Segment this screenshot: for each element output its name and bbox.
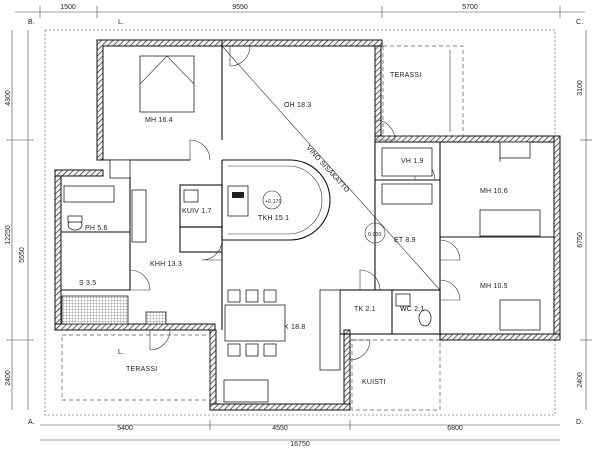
- room-s: S 3.5: [79, 280, 96, 287]
- corner-labels: B. C. A. D. L. L.: [28, 19, 583, 426]
- interior-walls: [61, 45, 554, 340]
- room-oh: OH 18.3: [284, 102, 311, 109]
- dim-top-3: 5700: [462, 4, 478, 11]
- room-terassi-top: TERASSI: [390, 72, 421, 79]
- dim-total: 16750: [290, 441, 310, 448]
- room-kuiv: KUIV 1.7: [182, 208, 212, 215]
- dim-bottom-3: 6800: [447, 425, 463, 432]
- dim-top-1: 1500: [60, 4, 76, 11]
- annotation-labels: VINO SISÄKATTO +0.170 0.000: [265, 144, 382, 238]
- dim-left-4: 2400: [5, 370, 12, 386]
- corner-c: C.: [576, 19, 583, 26]
- room-labels: MH 16.4 OH 18.3 TERASSI VH 1.9 MH 10.6 P…: [79, 72, 508, 386]
- dim-bottom-2: 4550: [272, 425, 288, 432]
- room-ph: PH 5.6: [85, 225, 108, 232]
- level-tkh: +0.170: [265, 199, 282, 205]
- room-mh-left: MH 16.4: [145, 117, 173, 124]
- dim-left-1: 4300: [5, 90, 12, 106]
- room-tk: TK 2.1: [354, 306, 376, 313]
- terrace-outlines: [61, 45, 464, 411]
- dim-left-3: 5550: [19, 247, 26, 263]
- room-terassi-bottom: TERASSI: [126, 366, 157, 373]
- marker-top: L.: [118, 19, 124, 26]
- corner-d: D.: [576, 419, 583, 426]
- corner-b: B.: [28, 19, 35, 26]
- dimension-labels: 1500 9550 5700 5400 4550 6800 16750 4300…: [5, 4, 584, 448]
- room-vh: VH 1.9: [401, 158, 424, 165]
- dimension-lines: [6, 6, 592, 441]
- dim-top-2: 9550: [232, 4, 248, 11]
- dim-right-1: 3100: [577, 80, 584, 96]
- exterior-walls: [54, 39, 561, 411]
- tkh-alcove: [222, 159, 386, 244]
- level-et: 0.000: [368, 232, 382, 238]
- dim-left-2: 12250: [5, 225, 12, 245]
- dim-bottom-1: 5400: [117, 425, 133, 432]
- room-mh-right-top: MH 10.6: [480, 188, 508, 195]
- room-khh: KHH 13.3: [150, 261, 182, 268]
- room-kuisti: KUISTI: [362, 379, 386, 386]
- room-tkh: TKH 15.1: [258, 215, 289, 222]
- room-k: K 18.8: [284, 324, 305, 331]
- fixtures: [61, 55, 541, 403]
- dim-right-2: 6750: [577, 232, 584, 248]
- room-wc: WC 2.1: [400, 306, 425, 313]
- room-et: ET 8.9: [394, 237, 416, 244]
- room-mh-right-bottom: MH 10.5: [480, 283, 508, 290]
- corner-a: A.: [28, 419, 35, 426]
- dim-right-3: 2400: [577, 372, 584, 388]
- marker-bottom: L.: [118, 349, 124, 356]
